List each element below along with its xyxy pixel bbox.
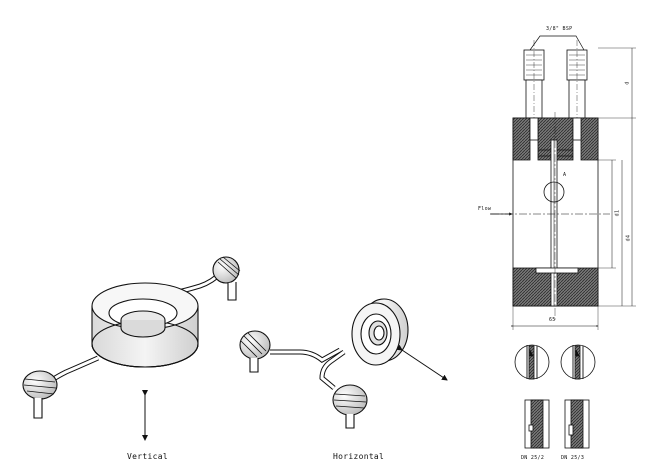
- detail-section-right: [564, 399, 590, 449]
- detail-view-left: [514, 344, 550, 380]
- horizontal-flow-ring-isometric: [239, 298, 409, 429]
- thread-label: 3/8" BSP: [546, 26, 573, 32]
- dimension-d4: d4: [625, 234, 632, 242]
- detail-section-left: [524, 399, 550, 449]
- flow-label: Flow: [478, 206, 492, 212]
- vertical-label: Vertical: [127, 452, 168, 461]
- vertical-flow-ring-isometric: [22, 256, 241, 419]
- vertical-left-fitting: [22, 370, 58, 419]
- horizontal-bottom-fitting: [332, 384, 368, 429]
- horizontal-label: Horizontal: [333, 452, 385, 461]
- horizontal-left-fitting: [239, 330, 271, 373]
- dimension-width: 65: [549, 317, 556, 323]
- section-drawing: [490, 35, 636, 449]
- vertical-right-fitting: [212, 256, 241, 301]
- dimension-d1: d1: [614, 209, 621, 217]
- detail-view-right: [560, 344, 596, 380]
- dimension-d: d: [624, 81, 631, 85]
- detail-right-label: DN 25/3: [561, 455, 585, 461]
- detail-marker: A: [563, 172, 567, 178]
- detail-left-label: DN 25/2: [521, 455, 545, 461]
- horizontal-flow-arrow: [396, 344, 448, 381]
